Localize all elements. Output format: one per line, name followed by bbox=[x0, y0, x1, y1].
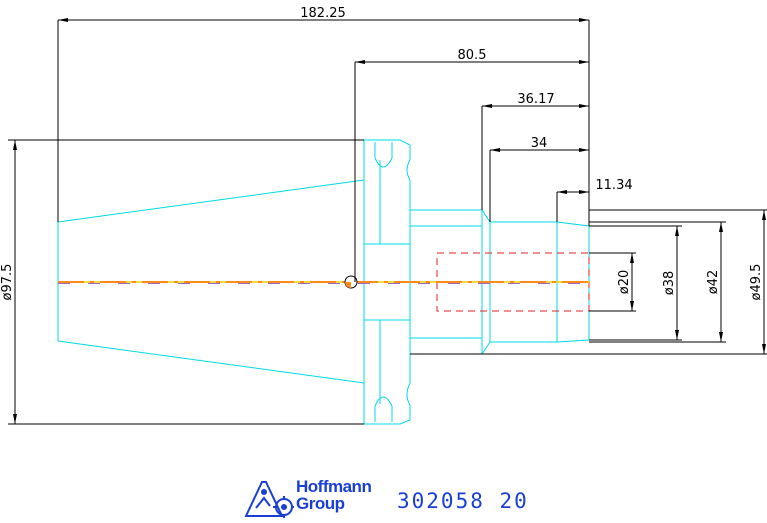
brand-line-2: Group bbox=[296, 494, 345, 513]
part-number: 302058 20 bbox=[397, 489, 529, 513]
centerlines bbox=[58, 275, 590, 289]
brand-name: Hoffmann Group bbox=[296, 477, 372, 513]
dimension-lines bbox=[8, 19, 767, 425]
dim-overall-length: 182.25 bbox=[300, 6, 346, 21]
brand-line-1: Hoffmann bbox=[296, 477, 372, 496]
dim-chamfer-length: 11.34 bbox=[595, 178, 632, 193]
dim-bore-depth-inner: 34 bbox=[531, 136, 548, 151]
dim-flange-diameter: ø97.5 bbox=[0, 264, 15, 301]
dim-nose-diameter: ø42 bbox=[706, 270, 721, 295]
dim-bore-diameter: ø20 bbox=[617, 270, 632, 295]
flange-groove-bottom bbox=[374, 396, 393, 422]
dim-taper-length: 80.5 bbox=[458, 48, 487, 63]
dim-inner-diameter: ø38 bbox=[662, 271, 677, 296]
hoffmann-logo-icon bbox=[244, 481, 294, 518]
arrowheads bbox=[13, 18, 766, 424]
flange-groove-top bbox=[374, 142, 393, 168]
dim-outer-diameter: ø49.5 bbox=[749, 264, 764, 301]
dim-bore-depth: 36.17 bbox=[517, 92, 554, 107]
